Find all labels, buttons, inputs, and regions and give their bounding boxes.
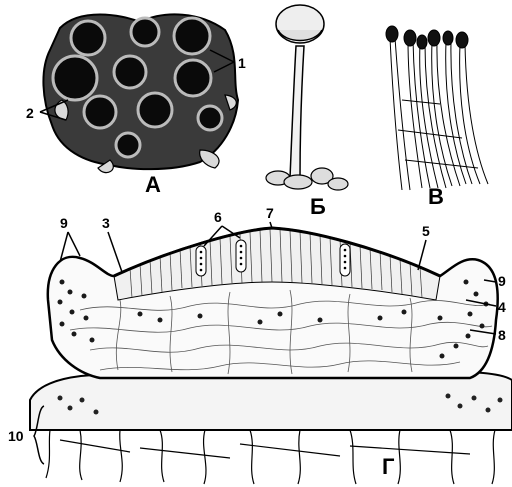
callout-3: 3 — [102, 215, 110, 231]
callout-9-left: 9 — [60, 215, 68, 231]
panel-g-apothecium-section-illustration: 9 3 6 7 5 9 4 8 10 Г — [8, 205, 512, 484]
callout-2: 2 — [26, 105, 34, 121]
callout-1: 1 — [238, 55, 246, 71]
callout-6: 6 — [214, 209, 222, 225]
panel-b-letter: Б — [310, 194, 326, 219]
panel-a-thallus-illustration: 1 2 А — [26, 14, 246, 197]
panel-g-letter: Г — [382, 454, 395, 479]
panel-a-letter: А — [145, 172, 161, 197]
callout-8: 8 — [498, 327, 506, 343]
panel-b-stalked-apothecium-illustration: Б — [266, 5, 348, 219]
callout-9-right: 9 — [498, 273, 506, 289]
callout-10: 10 — [8, 428, 24, 444]
callout-7: 7 — [266, 205, 274, 221]
callout-5: 5 — [422, 223, 430, 239]
panel-v-asci-illustration: В — [386, 26, 488, 209]
callout-4: 4 — [498, 299, 506, 315]
panel-v-letter: В — [428, 184, 444, 209]
